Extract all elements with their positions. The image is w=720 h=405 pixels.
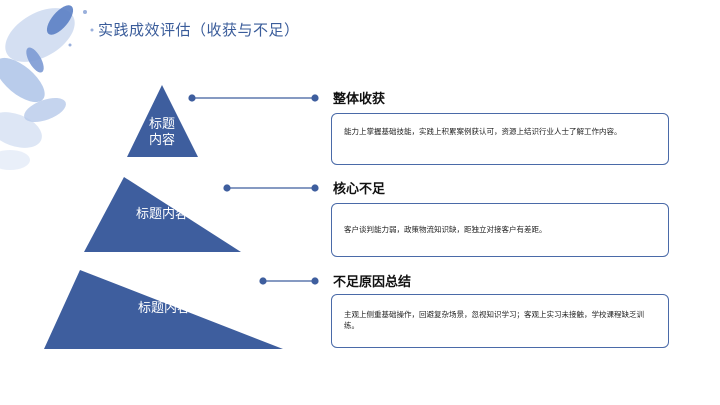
- pyramid-tier-bottom: [44, 270, 283, 349]
- item-box-2: 客户谈判能力弱，政策物流知识缺，距独立对接客户有差距。: [331, 203, 669, 257]
- tier-label-top: 标题 内容: [148, 117, 175, 148]
- tier-label-middle: 标题内容: [135, 207, 188, 222]
- item-text-1: 能力上掌握基础技能，实践上积累案例获认可，资源上结识行业人士了解工作内容。: [344, 127, 622, 136]
- item-text-2: 客户谈判能力弱，政策物流知识缺，距独立对接客户有差距。: [344, 225, 547, 234]
- page-title: 实践成效评估（收获与不足）: [98, 21, 300, 39]
- connector-3: [259, 277, 319, 285]
- item-box-3: 主观上侧重基础操作，回避复杂场景，忽视知识学习；客观上实习未接触，学校课程缺乏训…: [331, 294, 669, 348]
- floral-decoration: [0, 5, 94, 170]
- item-heading-1: 整体收获: [333, 92, 386, 107]
- tier-label-bottom: 标题内容: [137, 301, 190, 316]
- connector-2: [223, 184, 319, 192]
- pyramid-tier-middle: [84, 177, 241, 252]
- item-heading-3: 不足原因总结: [333, 275, 412, 290]
- connector-1: [188, 94, 319, 102]
- pyramid-tier-top: [127, 85, 198, 157]
- item-box-1: 能力上掌握基础技能，实践上积累案例获认可，资源上结识行业人士了解工作内容。: [331, 113, 669, 165]
- item-text-3: 主观上侧重基础操作，回避复杂场景，忽视知识学习；客观上实习未接触，学校课程缺乏训…: [344, 310, 644, 330]
- item-heading-2: 核心不足: [333, 182, 386, 197]
